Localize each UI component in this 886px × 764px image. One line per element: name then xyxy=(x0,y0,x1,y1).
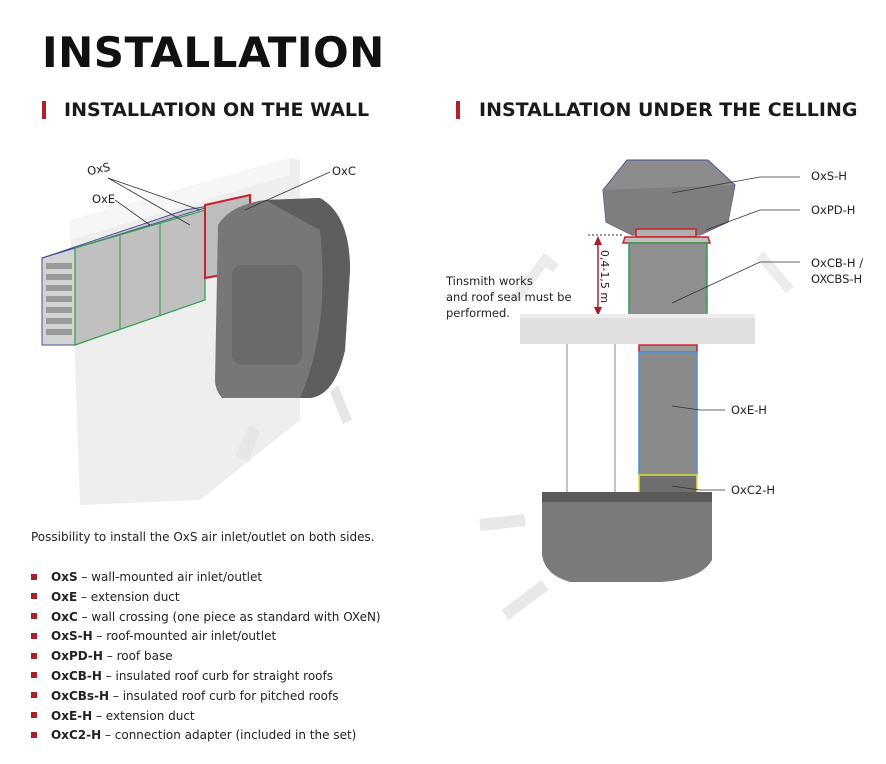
note-line: and roof seal must be xyxy=(446,290,572,304)
bullet-icon xyxy=(31,632,37,639)
dimension-label: 0,4-1,5 m xyxy=(598,249,612,304)
page-title: INSTALLATION xyxy=(42,28,385,77)
label-oxpd-h: OxPD-H xyxy=(811,203,856,217)
bullet-icon xyxy=(31,731,37,738)
item-desc: – roof-mounted air inlet/outlet xyxy=(92,629,277,644)
bullet-icon xyxy=(31,692,37,699)
item-code: OxCB-H xyxy=(51,668,102,683)
label-oxs-h: OxS-H xyxy=(811,169,847,183)
item-desc: – insulated roof curb for straight roofs xyxy=(101,668,333,683)
bullet-icon xyxy=(31,613,37,620)
item-code: OxS xyxy=(51,570,78,584)
list-item: OxCBs-H – insulated roof curb for pitche… xyxy=(31,687,381,707)
item-desc: – extension duct xyxy=(77,589,180,604)
list-item: OxS – wall-mounted air inlet/outlet xyxy=(31,568,381,588)
item-code: OxE xyxy=(51,589,78,604)
section-marker xyxy=(42,101,46,119)
note-line: performed. xyxy=(446,306,510,320)
section-title-wall: INSTALLATION ON THE WALL xyxy=(64,99,370,121)
wall-diagram xyxy=(41,158,352,505)
item-code: OxE-H xyxy=(51,708,93,723)
list-item: OxE – extension duct xyxy=(31,588,381,608)
bullet-icon xyxy=(31,593,37,600)
item-desc: – extension duct xyxy=(92,708,195,723)
label-oxcb-h: OxCB-H / xyxy=(811,256,864,270)
list-item: OxCB-H – insulated roof curb for straigh… xyxy=(31,667,381,687)
label-oxe: OxE xyxy=(92,192,116,206)
item-desc: – wall-mounted air inlet/outlet xyxy=(77,570,263,584)
item-code: OxC xyxy=(51,609,78,624)
item-desc: – roof base xyxy=(102,649,173,664)
item-code: OxC2-H xyxy=(51,728,102,743)
item-code: OxCBs-H xyxy=(51,688,110,703)
item-code: OxPD-H xyxy=(51,649,103,664)
bullet-icon xyxy=(31,672,37,679)
installation-note: Tinsmith works and roof seal must be per… xyxy=(446,273,586,321)
label-oxcbs-h: OXCBS-H xyxy=(811,272,863,286)
label-oxc: OxC xyxy=(332,164,356,178)
section-marker xyxy=(456,101,460,119)
list-item: OxE-H – extension duct xyxy=(31,707,381,727)
list-item: OxPD-H – roof base xyxy=(31,647,381,667)
item-desc: – connection adapter (included in the se… xyxy=(101,728,357,743)
note-line: Tinsmith works xyxy=(446,274,533,288)
item-code: OxS-H xyxy=(51,629,93,644)
ceiling-diagram xyxy=(479,159,800,620)
list-item: OxS-H – roof-mounted air inlet/outlet xyxy=(31,627,381,647)
list-item: OxC – wall crossing (one piece as standa… xyxy=(31,608,381,628)
item-desc: – wall crossing (one piece as standard w… xyxy=(77,609,381,624)
section-title-ceiling: INSTALLATION UNDER THE CELLING xyxy=(479,99,858,121)
intro-text: Possibility to install the OxS air inlet… xyxy=(31,530,375,544)
list-item: OxC2-H – connection adapter (included in… xyxy=(31,726,381,746)
component-legend: OxS – wall-mounted air inlet/outlet OxE … xyxy=(31,568,381,746)
item-desc: – insulated roof curb for pitched roofs xyxy=(109,688,339,703)
label-oxc2-h: OxC2-H xyxy=(731,483,776,497)
bullet-icon xyxy=(31,712,37,719)
bullet-icon xyxy=(31,652,37,659)
bullet-icon xyxy=(31,573,37,580)
label-oxe-h: OxE-H xyxy=(731,403,767,417)
